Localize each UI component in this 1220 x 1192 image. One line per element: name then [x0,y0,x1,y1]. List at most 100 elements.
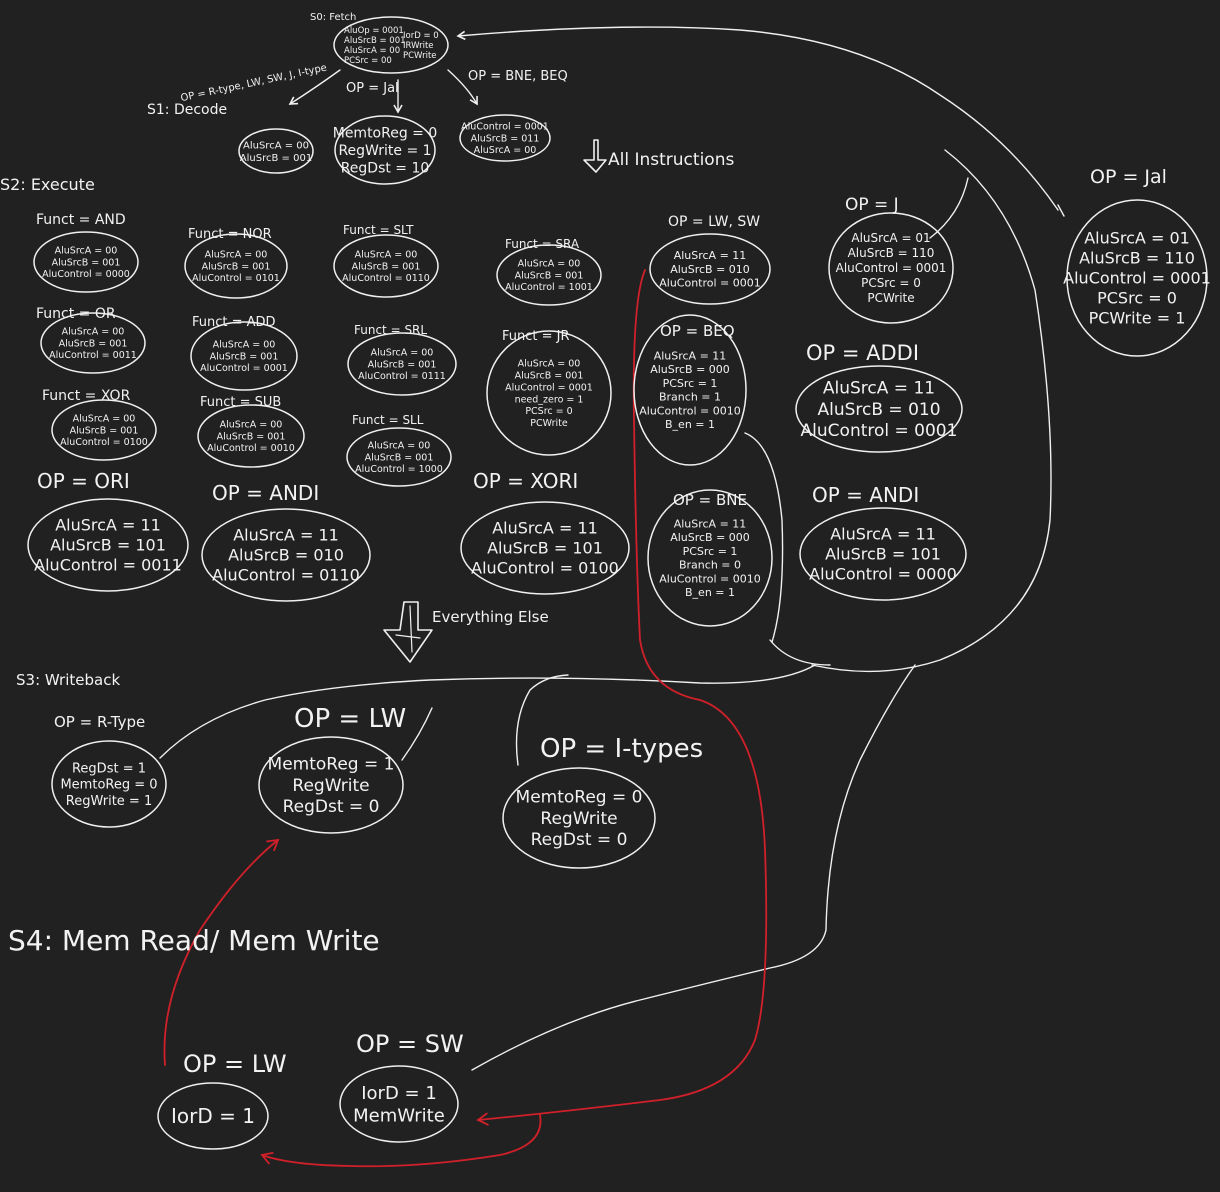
execute-jr-state-line: AluSrcB = 001 [515,371,584,382]
execute-ori-state-line: AluControl = 0011 [34,556,182,575]
decode-branch-state-line: AluSrcA = 00 [474,145,537,156]
execute-bne-state-line: AluSrcA = 11 [674,517,747,530]
execute-lwsw-state-line: AluSrcA = 11 [674,249,747,262]
fetch-state-line: IorD = 0 [403,31,439,41]
decode-rtype-edge-label: OP = R-type, LW, SW, J, I-type [180,62,328,104]
execute-srl-state-line: AluSrcA = 00 [371,347,434,358]
execute-jal-state-line: AluSrcA = 01 [1084,229,1190,248]
memory-sw-state-line: IorD = 1 [361,1083,437,1104]
execute-xori-state-line: AluSrcB = 101 [487,539,603,558]
execute-beq-state-line: B_en = 1 [665,418,715,431]
memory-to-writeback-arrow [163,838,280,1066]
writeback-itypes-state-line: RegWrite [540,809,617,829]
decode-jal-state-line: MemtoReg = 0 [333,125,438,141]
execute-ori-state-line: AluSrcB = 101 [50,536,166,555]
execute-jal-state-line: PCSrc = 0 [1097,289,1177,308]
execute-xori-state-label: OP = XORI [473,469,578,493]
execute-andi-left-state-line: AluControl = 0110 [212,566,360,585]
down-arrow-icon [583,139,607,173]
memory-sw-state-label: OP = SW [356,1030,464,1058]
j-return-line [929,177,969,239]
execute-andi-right-state-line: AluSrcB = 101 [825,545,941,564]
memory-stage-label: S4: Mem Read/ Mem Write [8,924,380,957]
execute-addi-state-label: OP = ADDI [806,341,919,365]
execute-stage-label: S2: Execute [0,175,95,194]
execute-bne-state-bubble [647,489,773,627]
return-to-fetch-line [456,26,1059,211]
beq-return-line [744,432,784,643]
execute-nor-state-label: Funct = NOR [188,227,272,242]
execute-sll-state-bubble [346,427,452,487]
execute-xor-state-bubble [51,399,157,461]
writeback-lw-state-label: OP = LW [294,704,406,734]
execute-sll-state-line: AluSrcA = 00 [368,440,431,451]
execute-j-state-line: PCWrite [867,291,914,305]
execute-jr-state-line: AluControl = 0001 [505,382,593,393]
execute-slt-state-line: AluControl = 0110 [342,273,430,284]
writeback-lw-state-line: RegWrite [292,776,369,796]
execute-andi-right-state-line: AluSrcA = 11 [830,525,936,544]
memory-sw-state-line: MemWrite [353,1106,445,1127]
execute-nor-state-bubble [184,233,288,299]
execute-jr-state-bubble [486,330,612,456]
execute-andi-left-state-line: AluSrcB = 010 [228,546,344,565]
fetch-to-decode-rtype-arrow [288,69,341,105]
decode-jal-edge-label: OP = Jal [346,81,399,96]
execute-beq-state-line: AluSrcB = 000 [650,363,730,376]
execute-slt-state-bubble [333,234,439,298]
writeback-itypes-state-bubble [502,767,656,869]
execute-jal-state-bubble [1066,199,1208,357]
execute-bne-state-label: OP = BNE [673,491,747,509]
execute-jr-state-line: PCSrc = 0 [525,406,572,417]
memory-sw-state-bubble [339,1065,459,1143]
execute-jal-state-line: PCWrite = 1 [1089,309,1186,328]
decode-jal-state-bubble [334,115,436,185]
sw-return-line [471,664,916,1071]
execute-j-state-line: AluSrcA = 01 [851,231,930,245]
writeback-rtype-state-label: OP = R-Type [54,713,145,731]
decode-branch-state-line: AluSrcB = 011 [471,133,540,144]
decode-stage-label: S1: Decode [147,102,227,118]
execute-beq-state-line: PCSrc = 1 [663,377,718,390]
writeback-rtype-line [159,664,816,759]
writeback-itypes-state-line: MemtoReg = 0 [516,788,643,808]
execute-ori-state-label: OP = ORI [37,469,130,493]
execute-jal-state-label: OP = Jal [1090,166,1167,188]
execute-or-state-line: AluControl = 0011 [49,350,137,361]
execute-xor-state-label: Funct = XOR [42,388,131,404]
fetch-to-decode-branch-arrow [447,69,478,106]
execute-sra-state-line: AluSrcA = 00 [518,258,581,269]
execute-or-state-line: AluSrcA = 00 [62,326,125,337]
execute-slt-state-line: AluSrcB = 001 [352,261,421,272]
memory-path [163,269,768,1168]
execute-add-state-label: Funct = ADD [192,315,276,330]
fetch-state-line: IRWrite [403,41,434,51]
sw-to-lw-memory-arrow [260,1114,542,1168]
execute-j-state-line: AluControl = 0001 [836,261,947,275]
execute-add-state-line: AluSrcA = 00 [213,339,276,350]
execute-sra-state-line: AluSrcB = 001 [515,270,584,281]
writeback-lw-state-line: MemtoReg = 1 [268,755,395,775]
execute-and-state-line: AluControl = 0000 [42,269,130,280]
decode-jal-state-line: RegWrite = 1 [338,143,431,159]
execute-andi-left-state-line: AluSrcA = 11 [233,526,339,545]
execute-slt-state-line: AluSrcA = 00 [355,249,418,260]
execute-sll-state-label: Funct = SLL [352,413,424,427]
